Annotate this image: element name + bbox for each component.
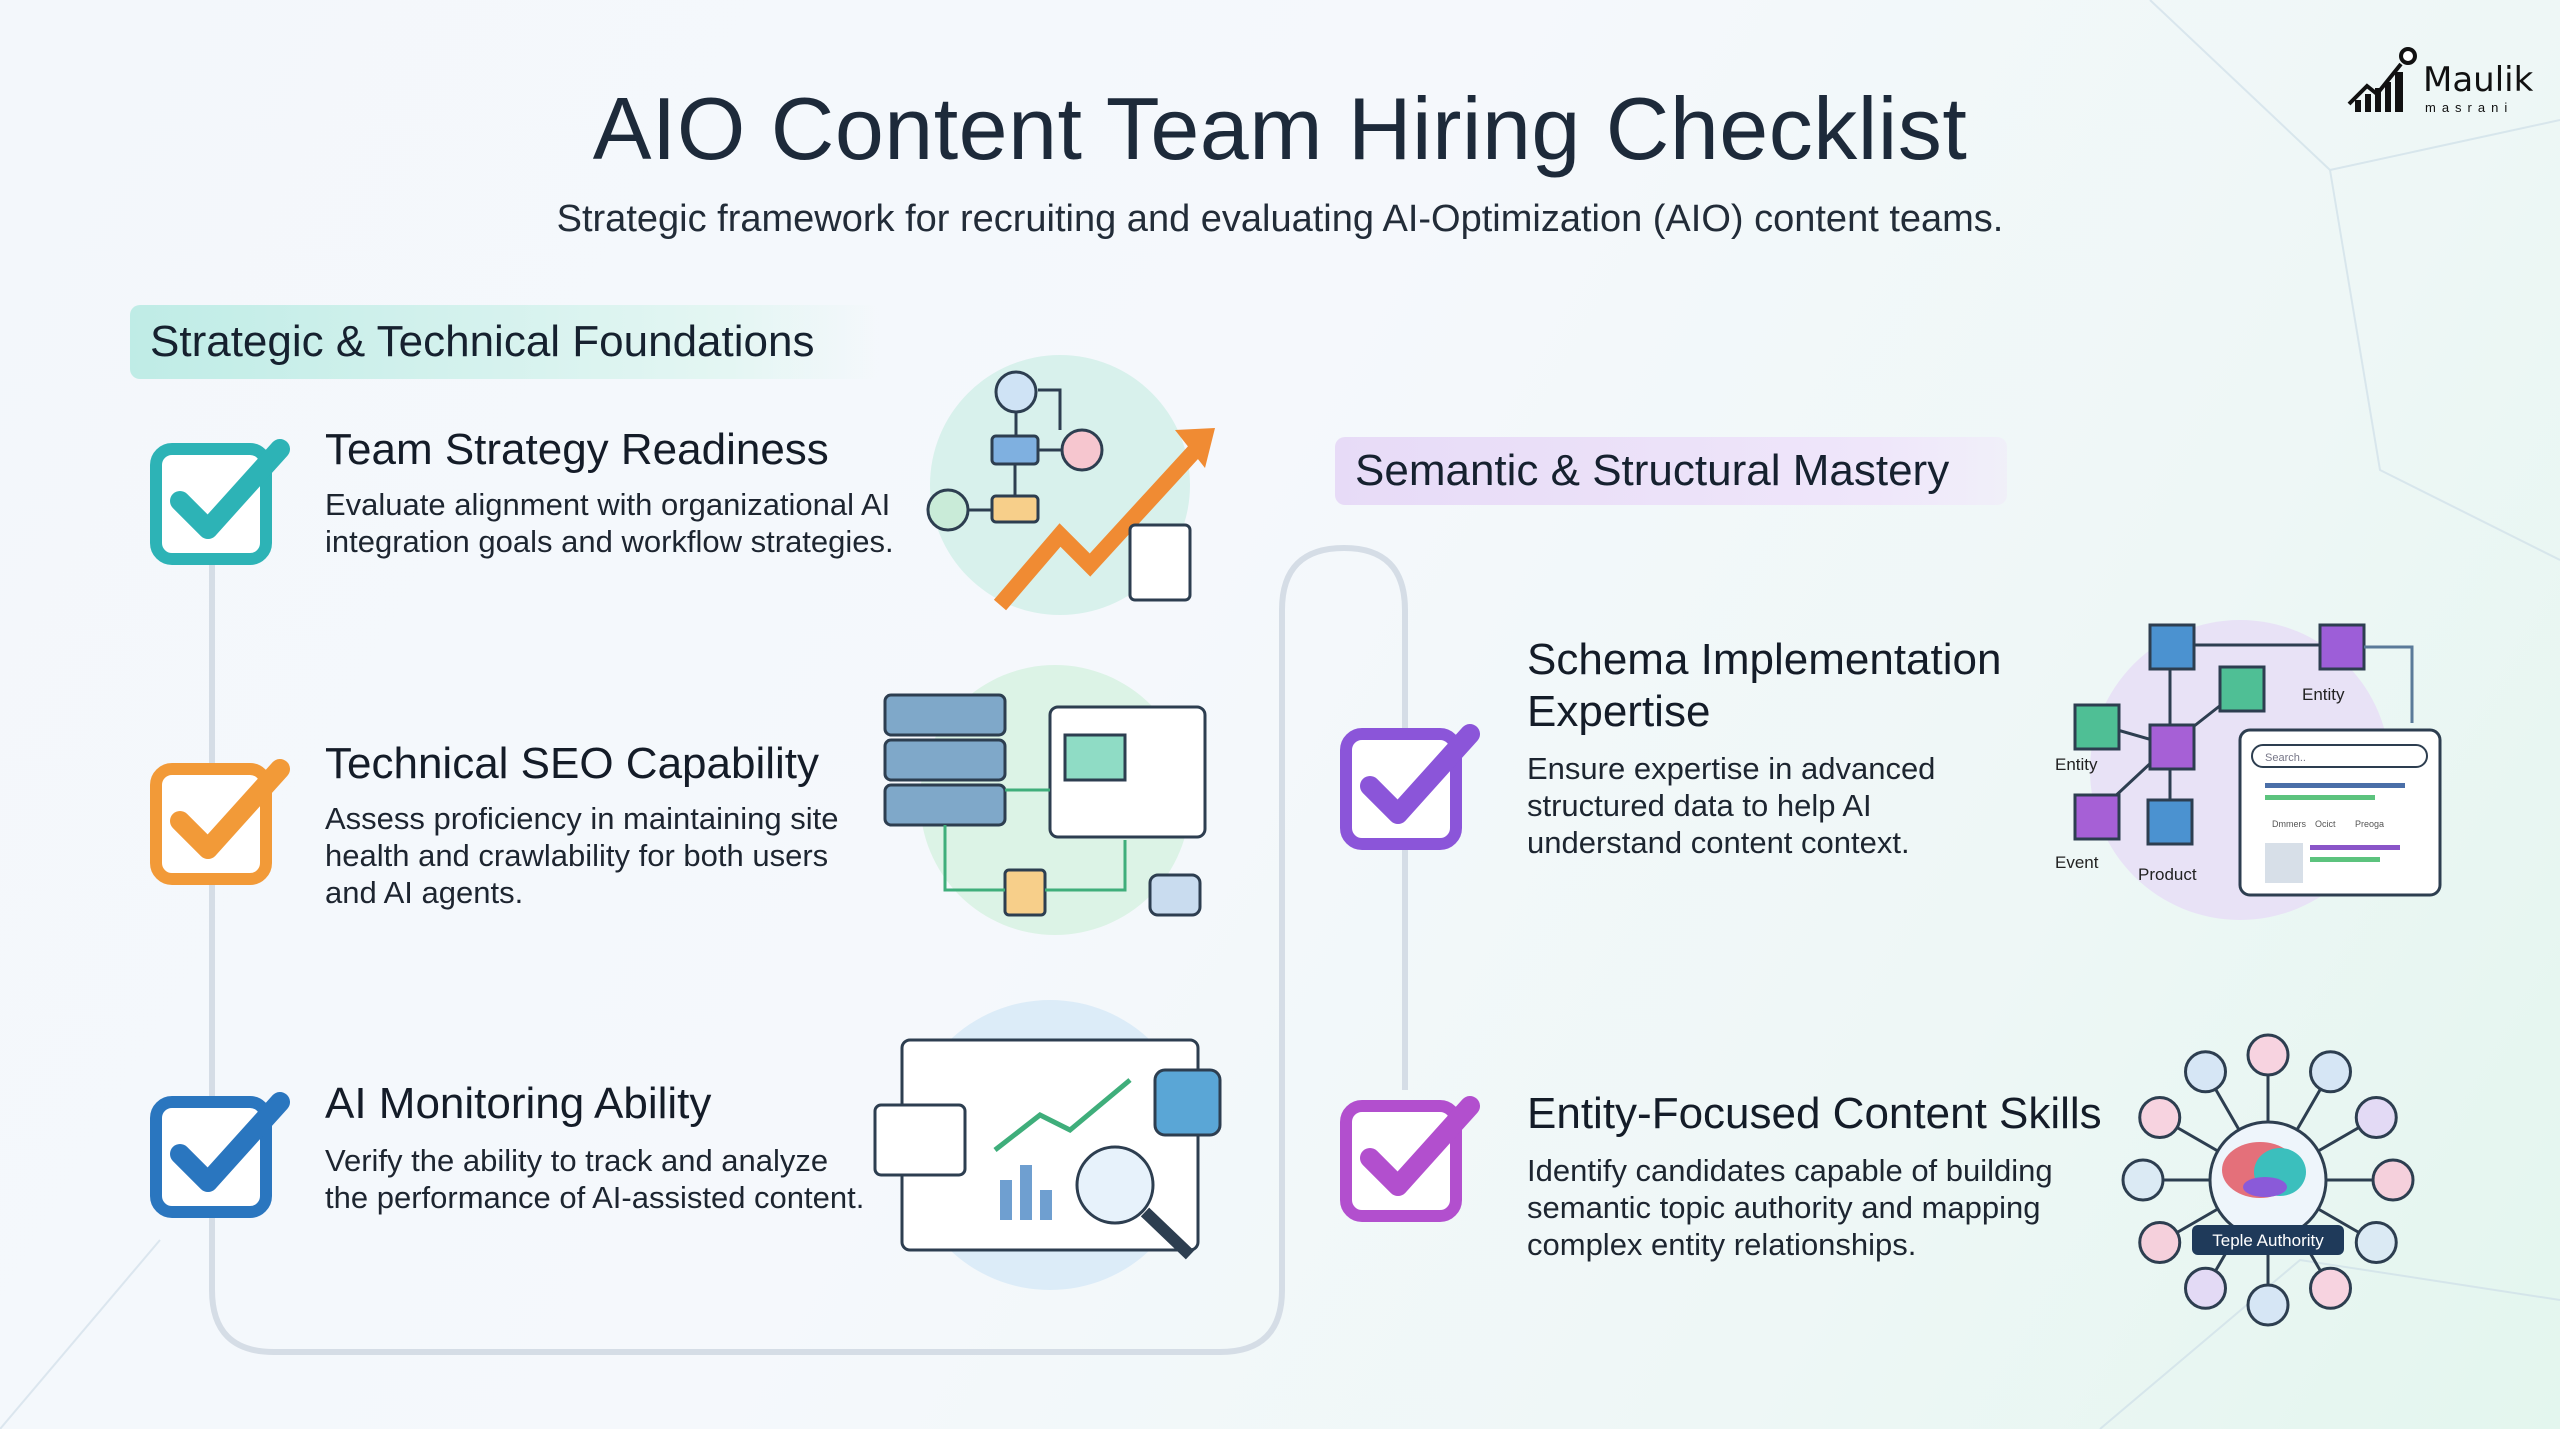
topic-authority-label: Teple Authority bbox=[2212, 1231, 2324, 1250]
item-title: Team Strategy Readiness bbox=[325, 425, 829, 474]
section-label-foundations: Strategic & Technical Foundations bbox=[130, 305, 880, 379]
entity-node-icon bbox=[2246, 1033, 2290, 1077]
page-subtitle: Strategic framework for recruiting and e… bbox=[556, 198, 2004, 240]
entity-node-icon bbox=[2184, 1266, 2227, 1310]
technical-seo-illustration bbox=[883, 665, 1207, 935]
entity-node-icon bbox=[2184, 1050, 2227, 1094]
item-title: AI Monitoring Ability bbox=[325, 1079, 712, 1128]
svg-text:Ocict: Ocict bbox=[2315, 819, 2336, 829]
logo-chart-icon bbox=[2347, 47, 2417, 112]
checkbox-checked-icon bbox=[150, 439, 290, 565]
checkbox-checked-icon bbox=[1340, 1096, 1480, 1222]
ai-monitoring-illustration bbox=[873, 1000, 1222, 1290]
schema-graph-illustration: Entity Entity Event Product Search.. Dmm… bbox=[2055, 620, 2442, 920]
page-title: AIO Content Team Hiring Checklist bbox=[592, 79, 1968, 178]
entity-node-icon bbox=[2138, 1221, 2182, 1264]
logo-sub: masrani bbox=[2425, 100, 2514, 115]
entity-node-icon bbox=[2371, 1158, 2415, 1202]
entity-node-icon bbox=[2121, 1158, 2165, 1202]
entity-node-icon bbox=[2246, 1283, 2290, 1327]
item-desc: Evaluate alignment with organizational A… bbox=[325, 487, 894, 559]
entity-node-icon bbox=[2309, 1050, 2352, 1094]
entity-node-icon bbox=[2354, 1096, 2398, 1139]
svg-text:Product: Product bbox=[2138, 865, 2197, 884]
section-label-semantic: Semantic & Structural Mastery bbox=[1335, 437, 2007, 505]
connector-line bbox=[209, 544, 1408, 1355]
entity-node-icon bbox=[2138, 1096, 2182, 1139]
logo: Maulik masrani bbox=[2345, 42, 2533, 122]
entity-node-icon bbox=[2354, 1221, 2398, 1264]
topic-authority-illustration: Teple Authority bbox=[2121, 1033, 2415, 1327]
entity-node-icon bbox=[2309, 1266, 2352, 1310]
svg-text:Search..: Search.. bbox=[2265, 752, 2306, 764]
item-title: Technical SEO Capability bbox=[325, 739, 820, 788]
svg-text:Event: Event bbox=[2055, 853, 2099, 872]
svg-text:Entity: Entity bbox=[2055, 755, 2098, 774]
checkbox-checked-icon bbox=[150, 1092, 290, 1218]
svg-text:Entity: Entity bbox=[2302, 685, 2345, 704]
item-title: Entity-Focused Content Skills bbox=[1527, 1089, 2102, 1138]
logo-name: Maulik bbox=[2423, 60, 2534, 100]
checkbox-checked-icon bbox=[150, 759, 290, 885]
workflow-strategy-illustration bbox=[926, 355, 1215, 615]
svg-text:Dmmers: Dmmers bbox=[2272, 819, 2306, 829]
svg-text:Preoga: Preoga bbox=[2355, 819, 2384, 829]
checkbox-checked-icon bbox=[1340, 724, 1480, 850]
